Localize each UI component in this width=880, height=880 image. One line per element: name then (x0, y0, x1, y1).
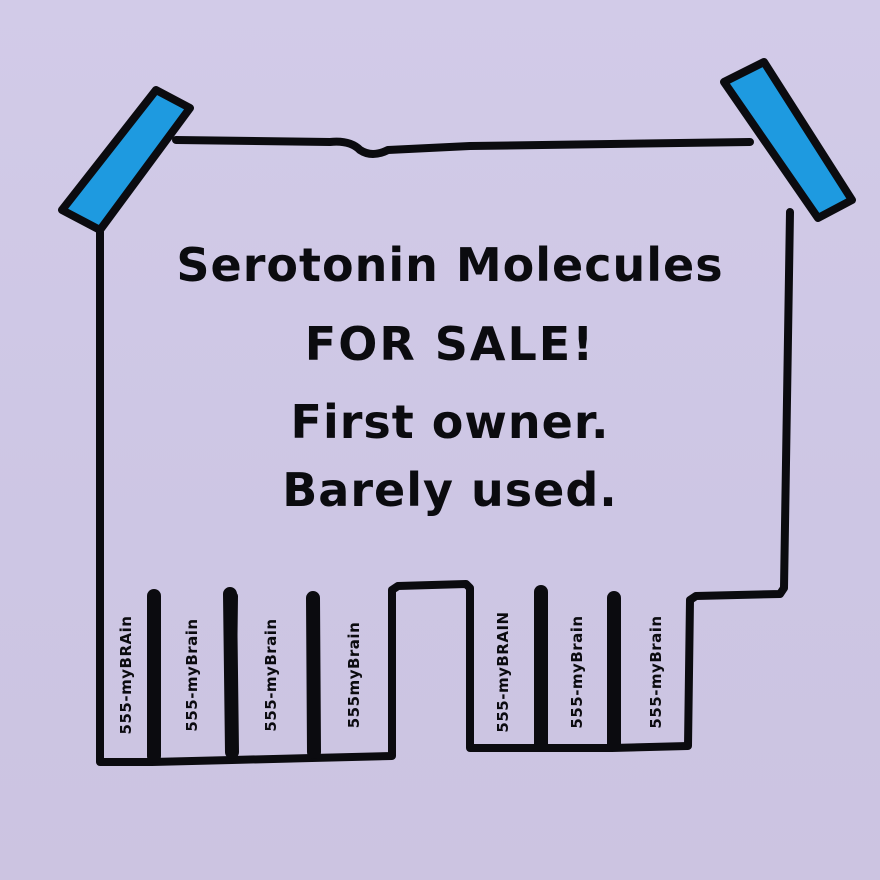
headline-line-2: FOR SALE! (304, 317, 596, 371)
tear-off-tab-8[interactable]: 555-myBrain (647, 615, 665, 729)
tab-divider (223, 587, 239, 759)
tear-off-tab-2[interactable]: 555-myBrain (183, 618, 201, 732)
tear-off-tab-6[interactable]: 555-myBRAIN (494, 611, 512, 733)
headline-line-3: First owner. (290, 395, 610, 449)
flyer-outline (96, 136, 794, 766)
tear-off-tab-4[interactable]: 555myBrain (345, 621, 363, 729)
tear-off-tab-1[interactable]: 555-myBRAin (117, 615, 135, 735)
tab-divider (306, 591, 321, 759)
headline-line-4: Barely used. (282, 463, 618, 517)
tear-off-tab-7[interactable]: 555-myBrain (568, 615, 586, 729)
right-tape (720, 58, 856, 222)
headline-line-1: Serotonin Molecules (176, 238, 724, 292)
tear-off-tab-3[interactable]: 555-myBrain (262, 618, 280, 732)
left-tape (58, 86, 194, 234)
